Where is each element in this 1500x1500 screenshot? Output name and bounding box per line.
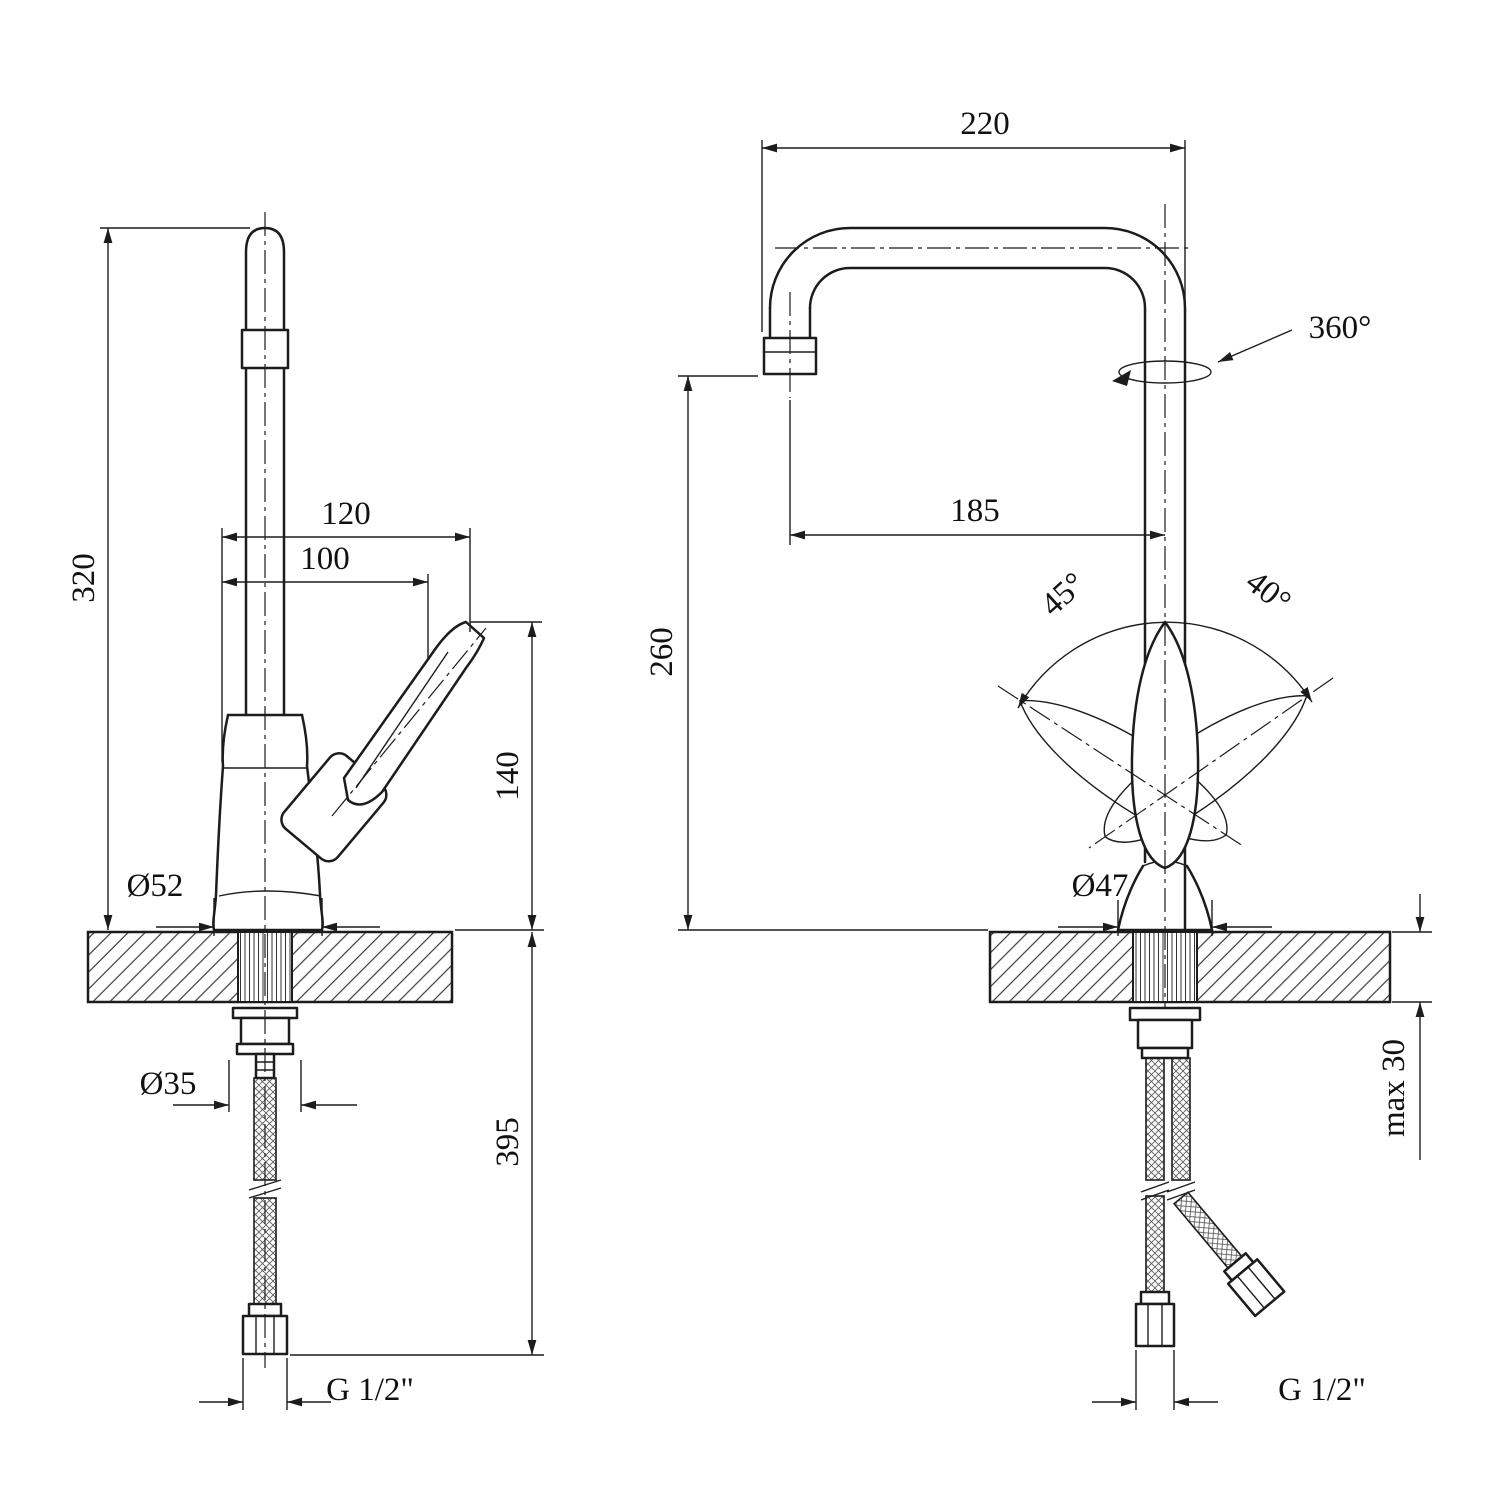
dim-120-label: 120	[321, 496, 371, 532]
handle-lever	[342, 620, 486, 806]
right-dimensions: 220 185 260 360° 45° 40° Ø47	[644, 106, 1432, 1410]
left-view: 320 120 100 140 Ø52 Ø35	[66, 212, 544, 1410]
left-centerlines	[264, 212, 487, 1368]
hose-collar	[1139, 1290, 1171, 1306]
dim-360-label: 360°	[1309, 310, 1372, 346]
dim-d47-label: Ø47	[1072, 868, 1129, 904]
left-deck	[86, 930, 454, 1004]
lever-axis-centerline	[331, 627, 487, 817]
dim-395-label: 395	[490, 1117, 526, 1167]
right-centerlines	[775, 204, 1334, 1008]
dim-d52-label: Ø52	[127, 868, 184, 904]
spout-inner-edge	[808, 266, 1147, 864]
dim-260-label: 260	[644, 627, 680, 677]
flex-hose-2-lower	[1172, 1191, 1244, 1270]
dim-320-label: 320	[66, 553, 102, 603]
hose-nut-facet	[1236, 1275, 1265, 1309]
locknut	[1136, 1018, 1194, 1050]
spout-outer-edge	[768, 226, 1187, 932]
left-faucet-outline	[212, 226, 486, 932]
dim-thread-label-left: G 1/2"	[326, 1372, 414, 1408]
right-faucet-outline	[762, 226, 1313, 932]
flex-hose-1-upper	[1145, 1057, 1165, 1181]
flex-hose-2-upper	[1171, 1057, 1191, 1181]
hose-break-line	[1166, 1189, 1196, 1201]
base-flare-line	[218, 890, 322, 897]
cone-left-side	[1116, 864, 1145, 932]
phantom-right-axis	[1088, 677, 1334, 849]
handle-lever-inner-line	[355, 651, 449, 789]
dim-220-label: 220	[960, 106, 1010, 142]
right-under-deck	[1128, 1006, 1286, 1348]
locknut-flange	[1128, 1006, 1202, 1022]
left-dimensions: 320 120 100 140 Ø52 Ø35	[66, 227, 544, 1410]
handle-rotation-arc	[1017, 621, 1313, 709]
cone-right-side	[1185, 864, 1214, 932]
dim-d35-label: Ø35	[140, 1066, 197, 1102]
hose-break-line	[1166, 1181, 1196, 1193]
dim-140-label: 140	[490, 751, 526, 801]
dim-185-label: 185	[950, 493, 1000, 529]
dim-40-label: 40°	[1239, 564, 1298, 621]
hose-break-line	[1140, 1181, 1170, 1193]
flex-hose-1-lower	[1145, 1195, 1165, 1293]
flex-hose-2-lower-group	[1172, 1191, 1286, 1318]
right-view: 220 185 260 360° 45° 40° Ø47	[644, 106, 1432, 1410]
hose-nut	[1134, 1302, 1176, 1348]
spout-outlet	[768, 306, 812, 340]
handle-phantom-left	[1018, 699, 1228, 842]
body-left-side	[212, 713, 230, 932]
swivel-arrowhead	[1112, 370, 1131, 386]
swivel-leader-line	[1217, 329, 1293, 363]
phantom-left-axis	[997, 685, 1244, 847]
hose-nut	[1226, 1258, 1286, 1318]
dim-100-label: 100	[300, 541, 350, 577]
dim-thread-label-right: G 1/2"	[1278, 1372, 1366, 1408]
washer	[1140, 1046, 1190, 1060]
hose-nut-facet	[1247, 1266, 1276, 1300]
right-deck	[988, 930, 1392, 1004]
dim-45-label: 45°	[1034, 566, 1092, 624]
dim-max30-label: max 30	[1376, 1039, 1412, 1137]
